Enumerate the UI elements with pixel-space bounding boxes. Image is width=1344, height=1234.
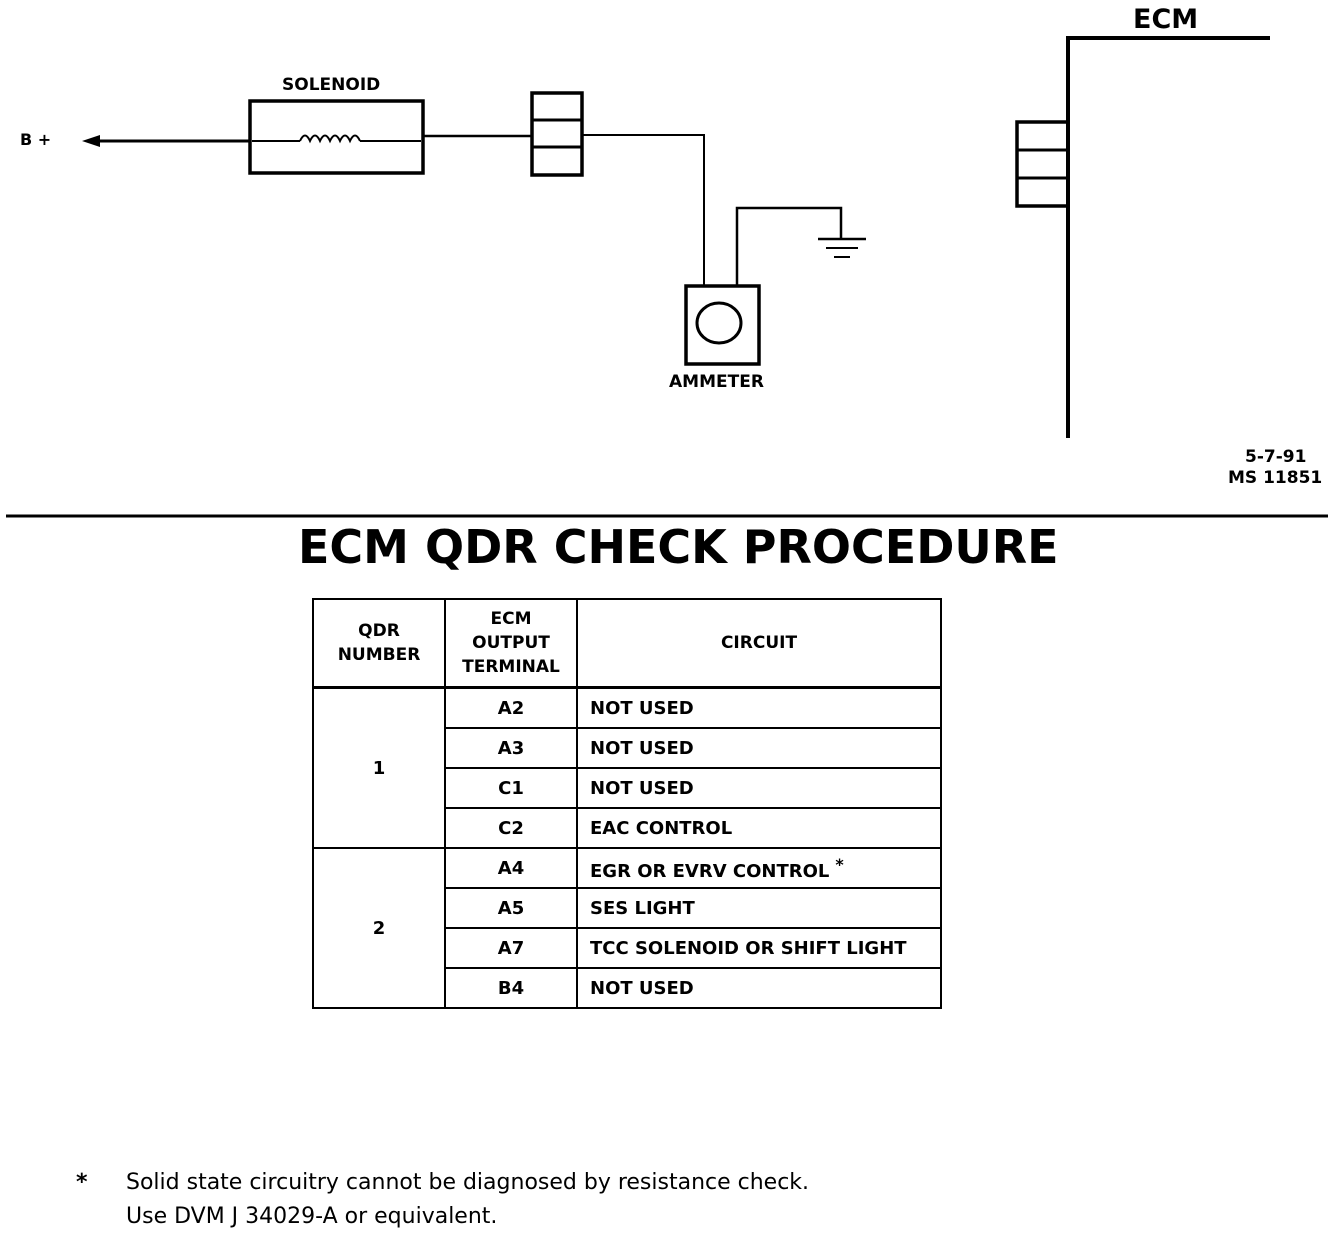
qdr-number-cell: 2 xyxy=(312,847,446,1009)
table-header-row: QDR NUMBER ECM OUTPUT TERMINAL CIRCUIT xyxy=(312,598,942,689)
ecm-label: ECM xyxy=(1133,4,1199,35)
header-text: ECM xyxy=(490,609,532,629)
header-text: TERMINAL xyxy=(462,657,560,677)
connector-ecm xyxy=(1015,120,1070,208)
ammeter-to-ground-wire xyxy=(735,206,843,286)
circuit-text: EGR OR EVRV CONTROL xyxy=(590,860,830,882)
circuit-text: TCC SOLENOID OR SHIFT LIGHT xyxy=(590,937,907,959)
header-text: NUMBER xyxy=(337,645,421,665)
terminal-cell: B4 xyxy=(444,967,578,1009)
table-row: A3 NOT USED xyxy=(313,727,942,769)
circuit-cell: SES LIGHT xyxy=(576,887,942,929)
footnote-line-2: Use DVM J 34029-A or equivalent. xyxy=(126,1204,498,1229)
footnote-marker: * xyxy=(835,854,844,874)
table-row: C1 NOT USED xyxy=(313,767,942,809)
table-row: 1 A2 NOT USED xyxy=(312,686,942,849)
table-row: C2 EAC CONTROL xyxy=(313,807,942,849)
circuit-cell: EAC CONTROL xyxy=(576,807,942,849)
circuit-diagram xyxy=(6,36,1328,518)
page-title: ECM QDR CHECK PROCEDURE xyxy=(298,520,1059,574)
battery-arrow xyxy=(82,135,100,147)
table-row: A5 SES LIGHT xyxy=(313,887,942,929)
connector-left xyxy=(530,91,584,177)
table-row: B4 NOT USED xyxy=(313,967,942,1009)
connector-to-ammeter-wire xyxy=(582,134,705,286)
ammeter-dial-icon xyxy=(695,301,743,345)
circuit-text: NOT USED xyxy=(590,977,694,999)
table-row: A7 TCC SOLENOID OR SHIFT LIGHT xyxy=(313,927,942,969)
solenoid-coil xyxy=(299,134,361,144)
ground-icon xyxy=(818,237,866,258)
header-text: OUTPUT xyxy=(472,633,550,653)
table-row: 2 A4 EGR OR EVRV CONTROL* xyxy=(312,847,942,1009)
header-qdr-number: QDR NUMBER xyxy=(312,598,446,689)
footnote-text: Solid state circuitry cannot be diagnose… xyxy=(126,1166,809,1234)
ecm-outline xyxy=(1066,36,1270,438)
circuit-cell: NOT USED xyxy=(576,967,942,1009)
terminal-cell: A7 xyxy=(444,927,578,969)
terminal-cell: A5 xyxy=(444,887,578,929)
qdr-table: QDR NUMBER ECM OUTPUT TERMINAL CIRCUIT 1… xyxy=(312,598,942,1009)
terminal-cell: C1 xyxy=(444,767,578,809)
terminal-cell: A4 xyxy=(444,847,578,889)
footnote-line-1: Solid state circuitry cannot be diagnose… xyxy=(126,1170,810,1195)
ammeter-box xyxy=(684,284,761,366)
circuit-cell: EGR OR EVRV CONTROL* xyxy=(576,847,942,889)
circuit-text: NOT USED xyxy=(590,697,694,719)
circuit-text: NOT USED xyxy=(590,777,694,799)
figure-code: MS 11851 xyxy=(1228,468,1323,488)
footnote-asterisk: * xyxy=(76,1170,88,1195)
header-text: QDR xyxy=(358,621,400,641)
circuit-text: SES LIGHT xyxy=(590,897,695,919)
date-code: 5-7-91 xyxy=(1245,447,1307,467)
circuit-cell: NOT USED xyxy=(576,767,942,809)
qdr-number-cell: 1 xyxy=(312,686,446,849)
terminal-cell: A2 xyxy=(444,686,578,729)
header-circuit: CIRCUIT xyxy=(576,598,942,689)
solenoid-label: SOLENOID xyxy=(282,75,381,95)
circuit-cell: NOT USED xyxy=(576,686,942,729)
terminal-cell: A3 xyxy=(444,727,578,769)
circuit-cell: TCC SOLENOID OR SHIFT LIGHT xyxy=(576,927,942,969)
circuit-text: EAC CONTROL xyxy=(590,817,733,839)
battery-label: B + xyxy=(20,130,52,149)
header-ecm-output-terminal: ECM OUTPUT TERMINAL xyxy=(444,598,578,689)
circuit-text: NOT USED xyxy=(590,737,694,759)
circuit-cell: NOT USED xyxy=(576,727,942,769)
ammeter-label: AMMETER xyxy=(669,372,764,392)
terminal-cell: C2 xyxy=(444,807,578,849)
